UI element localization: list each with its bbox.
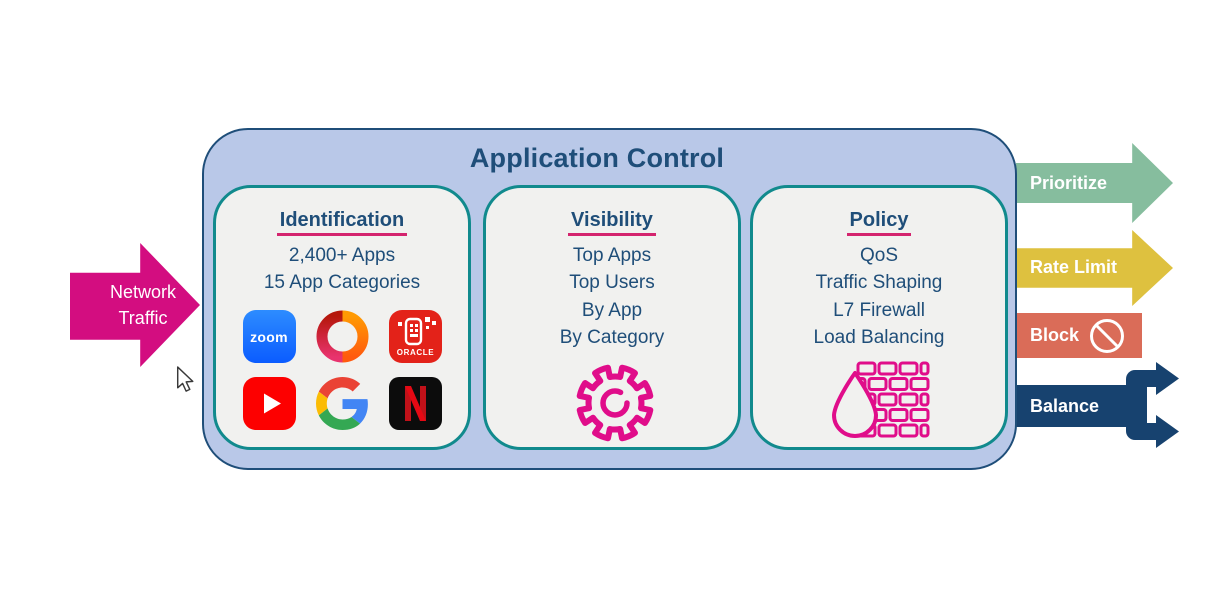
no-entry-icon <box>1090 318 1125 353</box>
gear-icon <box>575 363 655 443</box>
svg-text:ORACLE: ORACLE <box>396 348 433 357</box>
policy-item: L7 Firewall <box>833 299 925 321</box>
policy-heading: Policy <box>753 209 1005 236</box>
firewall-icon <box>823 361 943 441</box>
visibility-card: Visibility Top Apps Top Users By App By … <box>483 185 741 450</box>
policy-items: QoS Traffic Shaping L7 Firewall Load Bal… <box>753 242 1005 352</box>
balance-split-arrow: Balance <box>1016 362 1180 448</box>
block-bar: Block <box>1016 313 1142 358</box>
prioritize-label: Prioritize <box>1030 172 1108 193</box>
identification-item: 15 App Categories <box>263 272 421 294</box>
mouse-cursor-icon <box>176 366 194 392</box>
policy-item: QoS <box>859 245 899 266</box>
policy-item: Load Balancing <box>813 327 945 349</box>
rate-limit-arrow: Rate Limit <box>1016 230 1173 306</box>
netflix-icon <box>388 377 442 430</box>
balance-label: Balance <box>1030 395 1100 416</box>
oracle-app-icon: ORACLE <box>388 310 442 363</box>
visibility-item: By App <box>581 299 643 321</box>
visibility-item: Top Users <box>569 272 655 294</box>
block-label: Block <box>1030 325 1080 345</box>
youtube-icon <box>242 377 296 430</box>
prioritize-arrow: Prioritize <box>1016 143 1173 223</box>
policy-card: Policy QoS Traffic Shaping L7 Firewall L… <box>750 185 1008 450</box>
split-arrow-shape <box>1016 362 1179 448</box>
visibility-items: Top Apps Top Users By App By Category <box>486 242 738 352</box>
diagram-title: Application Control <box>469 143 725 173</box>
google-icon <box>315 377 369 430</box>
network-traffic-label: Network Traffic <box>109 282 176 328</box>
visibility-heading: Visibility <box>486 209 738 236</box>
visibility-item: Top Apps <box>572 245 652 266</box>
identification-heading: Identification <box>216 209 468 236</box>
identification-item: 2,400+ Apps <box>288 245 396 266</box>
zoom-app-icon: zoom <box>242 310 296 363</box>
identification-card: Identification 2,400+ Apps 15 App Catego… <box>213 185 471 450</box>
identification-items: 2,400+ Apps 15 App Categories <box>216 242 468 297</box>
microsoft-office-icon <box>316 310 369 363</box>
app-icon-grid: zoom <box>216 310 468 430</box>
rate-limit-label: Rate Limit <box>1030 257 1118 278</box>
visibility-item: By Category <box>559 327 665 349</box>
network-traffic-arrow: Network Traffic <box>70 243 200 367</box>
policy-item: Traffic Shaping <box>815 272 943 294</box>
